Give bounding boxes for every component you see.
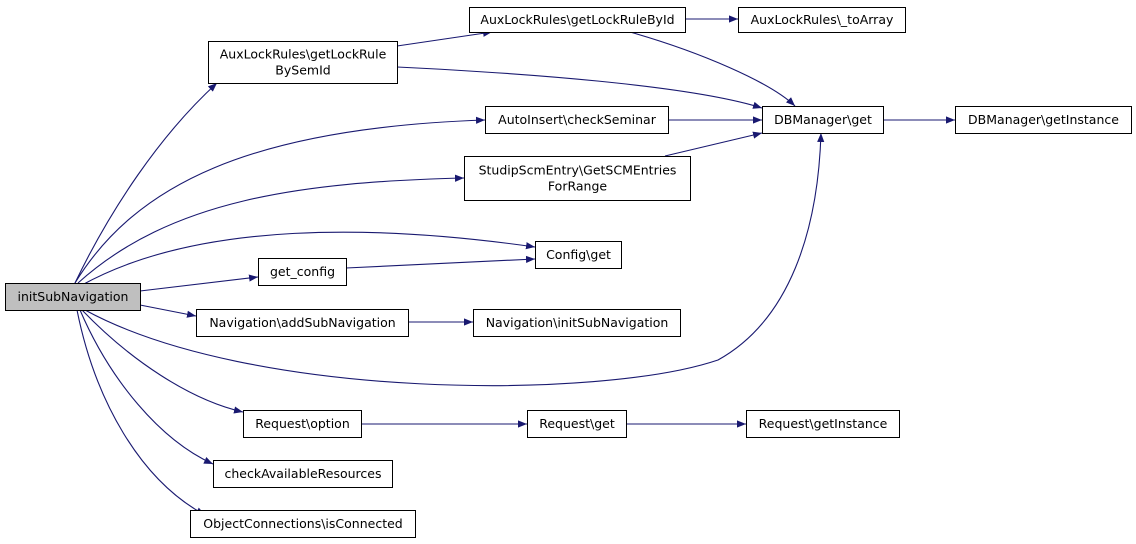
node-label: Navigation\addSubNavigation xyxy=(209,315,395,330)
edge-init-sub-navigation-to-get-scm-entries xyxy=(77,174,465,284)
node-box xyxy=(190,510,416,538)
node-label: StudipScmEntry\GetSCMEntries xyxy=(479,163,677,178)
node-to-array[interactable]: AuxLockRules\_toArray xyxy=(738,7,906,33)
node-box xyxy=(213,460,393,488)
edge-init-sub-navigation-to-request-option xyxy=(81,309,244,414)
node-box xyxy=(535,241,622,269)
node-box xyxy=(762,106,884,134)
node-check-seminar[interactable]: AutoInsert\checkSeminar xyxy=(485,106,669,134)
node-get-lock-rule-by-id[interactable]: AuxLockRules\getLockRuleById xyxy=(469,7,686,33)
node-is-connected[interactable]: ObjectConnections\isConnected xyxy=(190,510,416,538)
edge-line xyxy=(139,304,197,318)
node-box xyxy=(485,106,669,134)
edge-get-scm-entries-to-db-get xyxy=(664,131,763,157)
node-label: AutoInsert\checkSeminar xyxy=(498,112,657,127)
node-label: get_config xyxy=(270,264,335,279)
edge-init-sub-navigation-to-get-lock-rule-by-sem-id xyxy=(74,82,218,284)
node-get-config[interactable]: get_config xyxy=(258,258,347,286)
node-request-get-instance[interactable]: Request\getInstance xyxy=(746,410,900,438)
node-label: Request\getInstance xyxy=(759,416,888,431)
node-label: AuxLockRules\getLockRuleById xyxy=(480,12,674,27)
edge-line xyxy=(629,31,796,107)
node-check-available-resources[interactable]: checkAvailableResources xyxy=(213,460,393,488)
node-label: BySemId xyxy=(275,63,330,78)
node-box xyxy=(473,309,681,337)
node-label: checkAvailableResources xyxy=(224,466,381,481)
node-config-get[interactable]: Config\get xyxy=(535,241,622,269)
node-label: AuxLockRules\_toArray xyxy=(751,12,894,27)
edge-line xyxy=(77,174,465,284)
node-add-sub-navigation[interactable]: Navigation\addSubNavigation xyxy=(196,309,409,337)
nodes-layer: initSubNavigation AuxLockRules\getLockRul… xyxy=(5,7,1132,538)
node-label: ForRange xyxy=(548,179,607,194)
node-label: ObjectConnections\isConnected xyxy=(203,516,402,531)
edge-init-sub-navigation-to-is-connected xyxy=(76,309,206,516)
edge-get-config-to-config-get xyxy=(345,255,536,269)
edge-line xyxy=(345,255,536,269)
edge-get-lock-rule-by-id-to-db-get xyxy=(629,31,796,107)
edge-init-sub-navigation-to-db-get xyxy=(84,132,825,387)
node-label: Navigation\initSubNavigation xyxy=(486,315,669,330)
node-label: Config\get xyxy=(546,247,611,262)
node-box xyxy=(258,258,347,286)
node-request-get[interactable]: Request\get xyxy=(527,410,627,438)
node-box xyxy=(469,7,686,33)
edge-line xyxy=(396,66,763,109)
edge-line xyxy=(74,82,218,284)
edge-line xyxy=(81,231,536,286)
node-box xyxy=(196,309,409,337)
node-box xyxy=(243,410,362,438)
edge-line xyxy=(76,309,206,516)
edge-init-sub-navigation-to-get-config xyxy=(139,274,259,292)
node-label: Request\option xyxy=(255,416,350,431)
edge-init-sub-navigation-to-config-get xyxy=(81,231,536,286)
node-box xyxy=(208,41,398,84)
node-label: AuxLockRules\getLockRule xyxy=(220,47,387,62)
node-box xyxy=(5,283,141,311)
node-label: initSubNavigation xyxy=(18,289,129,304)
node-db-get[interactable]: DBManager\get xyxy=(762,106,884,134)
node-label: DBManager\get xyxy=(774,112,872,127)
node-box xyxy=(955,106,1132,134)
edge-get-lock-rule-by-sem-id-to-get-lock-rule-by-id xyxy=(396,29,493,47)
node-box xyxy=(738,7,906,33)
edge-line xyxy=(396,29,493,47)
node-box xyxy=(746,410,900,438)
edge-init-sub-navigation-to-check-seminar xyxy=(74,116,486,284)
edge-line xyxy=(81,309,244,414)
node-box xyxy=(464,156,691,201)
node-request-option[interactable]: Request\option xyxy=(243,410,362,438)
node-label: Request\get xyxy=(539,416,615,431)
edge-init-sub-navigation-to-check-available-resources xyxy=(79,309,214,465)
edge-line xyxy=(139,274,259,292)
edges-layer xyxy=(74,15,955,516)
edge-get-lock-rule-by-sem-id-to-db-get xyxy=(396,66,763,109)
node-db-get-instance[interactable]: DBManager\getInstance xyxy=(955,106,1132,134)
node-init-sub-navigation[interactable]: initSubNavigation xyxy=(5,283,141,311)
node-box xyxy=(527,410,627,438)
node-label: DBManager\getInstance xyxy=(968,112,1119,127)
edge-line xyxy=(74,116,486,284)
edge-line xyxy=(664,131,763,157)
edge-line xyxy=(79,309,214,465)
edge-init-sub-navigation-to-add-sub-navigation xyxy=(139,304,197,318)
edge-line xyxy=(84,132,825,387)
node-nav-init-sub-navigation[interactable]: Navigation\initSubNavigation xyxy=(473,309,681,337)
